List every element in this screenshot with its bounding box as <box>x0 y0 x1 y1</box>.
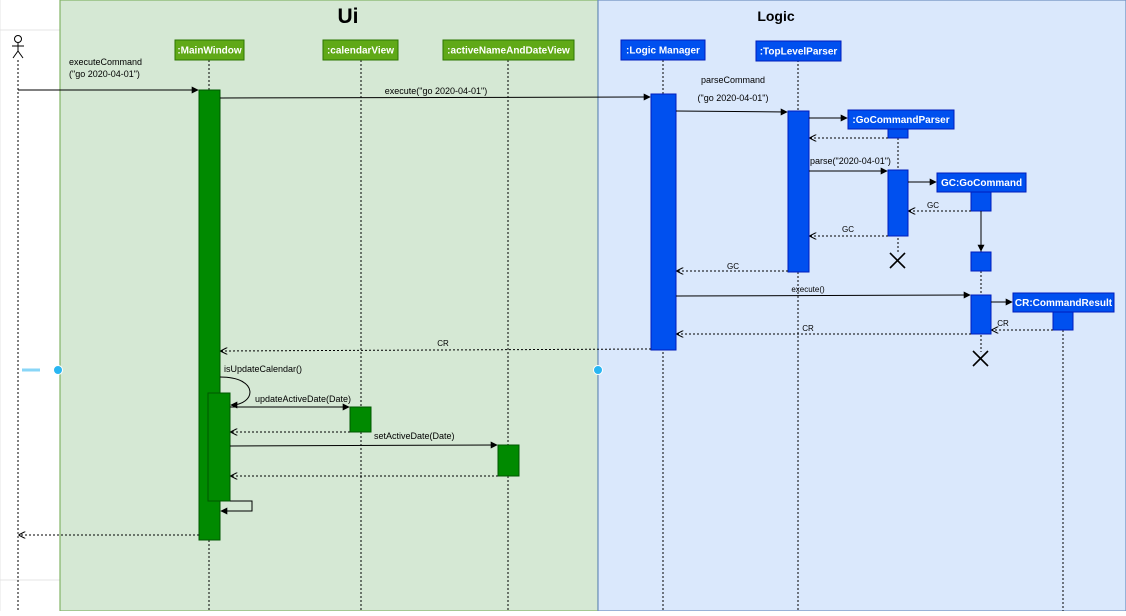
arrow-is-update-calendar <box>219 376 251 409</box>
gocommand-activation-3 <box>970 294 992 335</box>
mainwindow-nested-activation <box>207 392 231 502</box>
label-cr-return-3: CR <box>437 339 449 348</box>
logic-lane-title: Logic <box>757 8 795 24</box>
label-gc-return-2: GC <box>842 225 854 234</box>
selection-handles[interactable] <box>22 365 603 375</box>
arrow-parse-command <box>675 108 788 116</box>
participant-calendarview: :calendarView <box>322 39 399 61</box>
gocommand-activation-1 <box>970 191 992 212</box>
participant-mainwindow: :MainWindow <box>174 39 245 61</box>
gocommand-activation-2 <box>970 251 992 272</box>
resize-handle-left[interactable] <box>53 365 63 375</box>
arrow-self-return <box>220 500 253 515</box>
activation-bars <box>198 89 1074 541</box>
toplevelparser-activation <box>787 110 810 273</box>
resize-handle-right[interactable] <box>593 365 603 375</box>
participant-toplevelparser: :TopLevelParser <box>755 40 842 62</box>
svg-text:GC:GoCommand: GC:GoCommand <box>941 178 1022 189</box>
label-is-update-calendar: isUpdateCalendar() <box>224 364 302 374</box>
label-parse-command-2: ("go 2020-04-01") <box>698 93 769 103</box>
label-execute: execute() <box>791 285 825 294</box>
label-execute-command-2: ("go 2020-04-01") <box>69 69 140 79</box>
participant-gocommandparser: :GoCommandParser <box>847 109 955 130</box>
participant-logic-manager: :Logic Manager <box>620 39 706 61</box>
svg-text::Logic Manager: :Logic Manager <box>626 46 700 57</box>
svg-text::TopLevelParser: :TopLevelParser <box>760 47 838 58</box>
actor-icon <box>12 35 24 59</box>
message-arrows <box>18 86 1053 535</box>
label-cr-return-1: CR <box>997 319 1009 328</box>
label-parse-command-1: parseCommand <box>701 75 765 85</box>
label-execute-logic: execute("go 2020-04-01") <box>385 86 487 96</box>
label-update-active-date: updateActiveDate(Date) <box>255 394 351 404</box>
participant-commandresult: CR:CommandResult <box>1012 292 1115 313</box>
commandresult-activation <box>1052 311 1074 331</box>
gocommandparser-activation-1 <box>887 128 909 139</box>
svg-text::activeNameAndDateView: :activeNameAndDateView <box>447 46 570 57</box>
ui-lane <box>59 0 599 612</box>
participant-gocommand: GC:GoCommand <box>936 172 1027 193</box>
svg-text::calendarView: :calendarView <box>327 46 394 57</box>
svg-text::GoCommandParser: :GoCommandParser <box>852 115 949 126</box>
label-gc-return-1: GC <box>927 201 939 210</box>
arrow-execute-logic <box>219 93 651 101</box>
arrow-execute <box>675 291 971 299</box>
destroy-marks <box>889 252 989 367</box>
arrow-set-active-date <box>229 441 498 449</box>
label-execute-command-1: executeCommand <box>69 57 142 67</box>
label-parse: parse("2020-04-01") <box>810 156 891 166</box>
activenameanddateview-activation <box>497 444 520 477</box>
label-set-active-date: setActiveDate(Date) <box>374 431 455 441</box>
gocommandparser-activation-2 <box>887 169 909 237</box>
label-gc-return-3: GC <box>727 262 739 271</box>
message-labels: executeCommand ("go 2020-04-01") execute… <box>69 57 1009 441</box>
svg-text:CR:CommandResult: CR:CommandResult <box>1015 298 1113 309</box>
logic-manager-activation <box>650 93 677 351</box>
participant-activenameanddateview: :activeNameAndDateView <box>442 39 575 61</box>
label-cr-return-2: CR <box>802 324 814 333</box>
calendarview-activation <box>349 406 372 433</box>
ui-lane-title: Ui <box>338 5 359 28</box>
svg-text::MainWindow: :MainWindow <box>177 46 242 57</box>
background-grid <box>0 0 60 611</box>
